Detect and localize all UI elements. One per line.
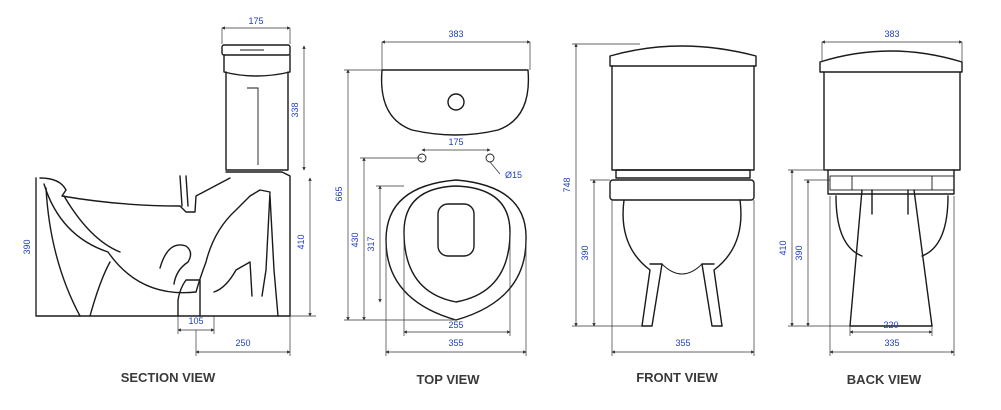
- front-tank: [609, 45, 757, 179]
- dim-tank-height: 338: [290, 102, 300, 117]
- front-view-title: FRONT VIEW: [636, 370, 718, 385]
- dim-outlet-offset: 250: [235, 338, 250, 348]
- dim-front-bowl-height: 390: [580, 245, 590, 260]
- dim-front-total-height: 748: [562, 177, 572, 192]
- dim-total-depth: 665: [334, 186, 344, 201]
- section-dimensions: 175 338 390 410 105 250: [22, 16, 316, 356]
- dim-back-bowl-height: 390: [794, 245, 804, 260]
- dim-back-total-height: 410: [778, 240, 788, 255]
- flush-button-icon: [447, 93, 465, 111]
- front-bowl: [609, 179, 755, 327]
- section-tank: [221, 44, 291, 171]
- front-dimensions: 748 390 355: [562, 43, 755, 356]
- back-view-title: BACK VIEW: [847, 372, 922, 387]
- top-tank: [380, 69, 530, 136]
- dim-bolt-diameter: Ø15: [505, 170, 522, 180]
- dim-back-width: 383: [884, 29, 899, 39]
- dim-back-foot-width: 220: [883, 320, 898, 330]
- top-view-title: TOP VIEW: [416, 372, 480, 387]
- dim-bowl-height: 390: [22, 239, 32, 254]
- section-view-title: SECTION VIEW: [121, 370, 216, 385]
- dim-seat-width: 255: [448, 320, 463, 330]
- dim-bowl-depth: 430: [350, 232, 360, 247]
- dim-top-width: 383: [448, 29, 463, 39]
- back-bowl: [827, 169, 955, 327]
- front-view: 748 390 355 FRONT VIEW: [562, 43, 757, 385]
- dim-outlet-width: 105: [188, 316, 203, 326]
- back-view: 383 410 390 220 335 BACK VIEW: [778, 29, 963, 387]
- dim-total-height: 410: [296, 234, 306, 249]
- dim-base-width: 355: [448, 338, 463, 348]
- dim-front-width: 355: [675, 338, 690, 348]
- dim-bolt-spacing: 175: [448, 137, 463, 147]
- bolt-hole-right-icon: [485, 153, 495, 163]
- section-bowl: [35, 171, 291, 317]
- dim-back-base-width: 335: [884, 338, 899, 348]
- back-dimensions: 383 410 390 220 335: [778, 29, 963, 356]
- back-tank: [819, 50, 963, 171]
- section-view: 175 338 390 410 105 250 SECTION VIEW: [22, 16, 316, 385]
- top-view: 383 175 Ø15 665 430 317 255 355 TOP VIEW: [334, 29, 531, 387]
- dim-tank-width: 175: [248, 16, 263, 26]
- dim-seat-depth: 317: [366, 236, 376, 251]
- top-dimensions: 383 175 Ø15 665 430 317 255 355: [334, 29, 531, 356]
